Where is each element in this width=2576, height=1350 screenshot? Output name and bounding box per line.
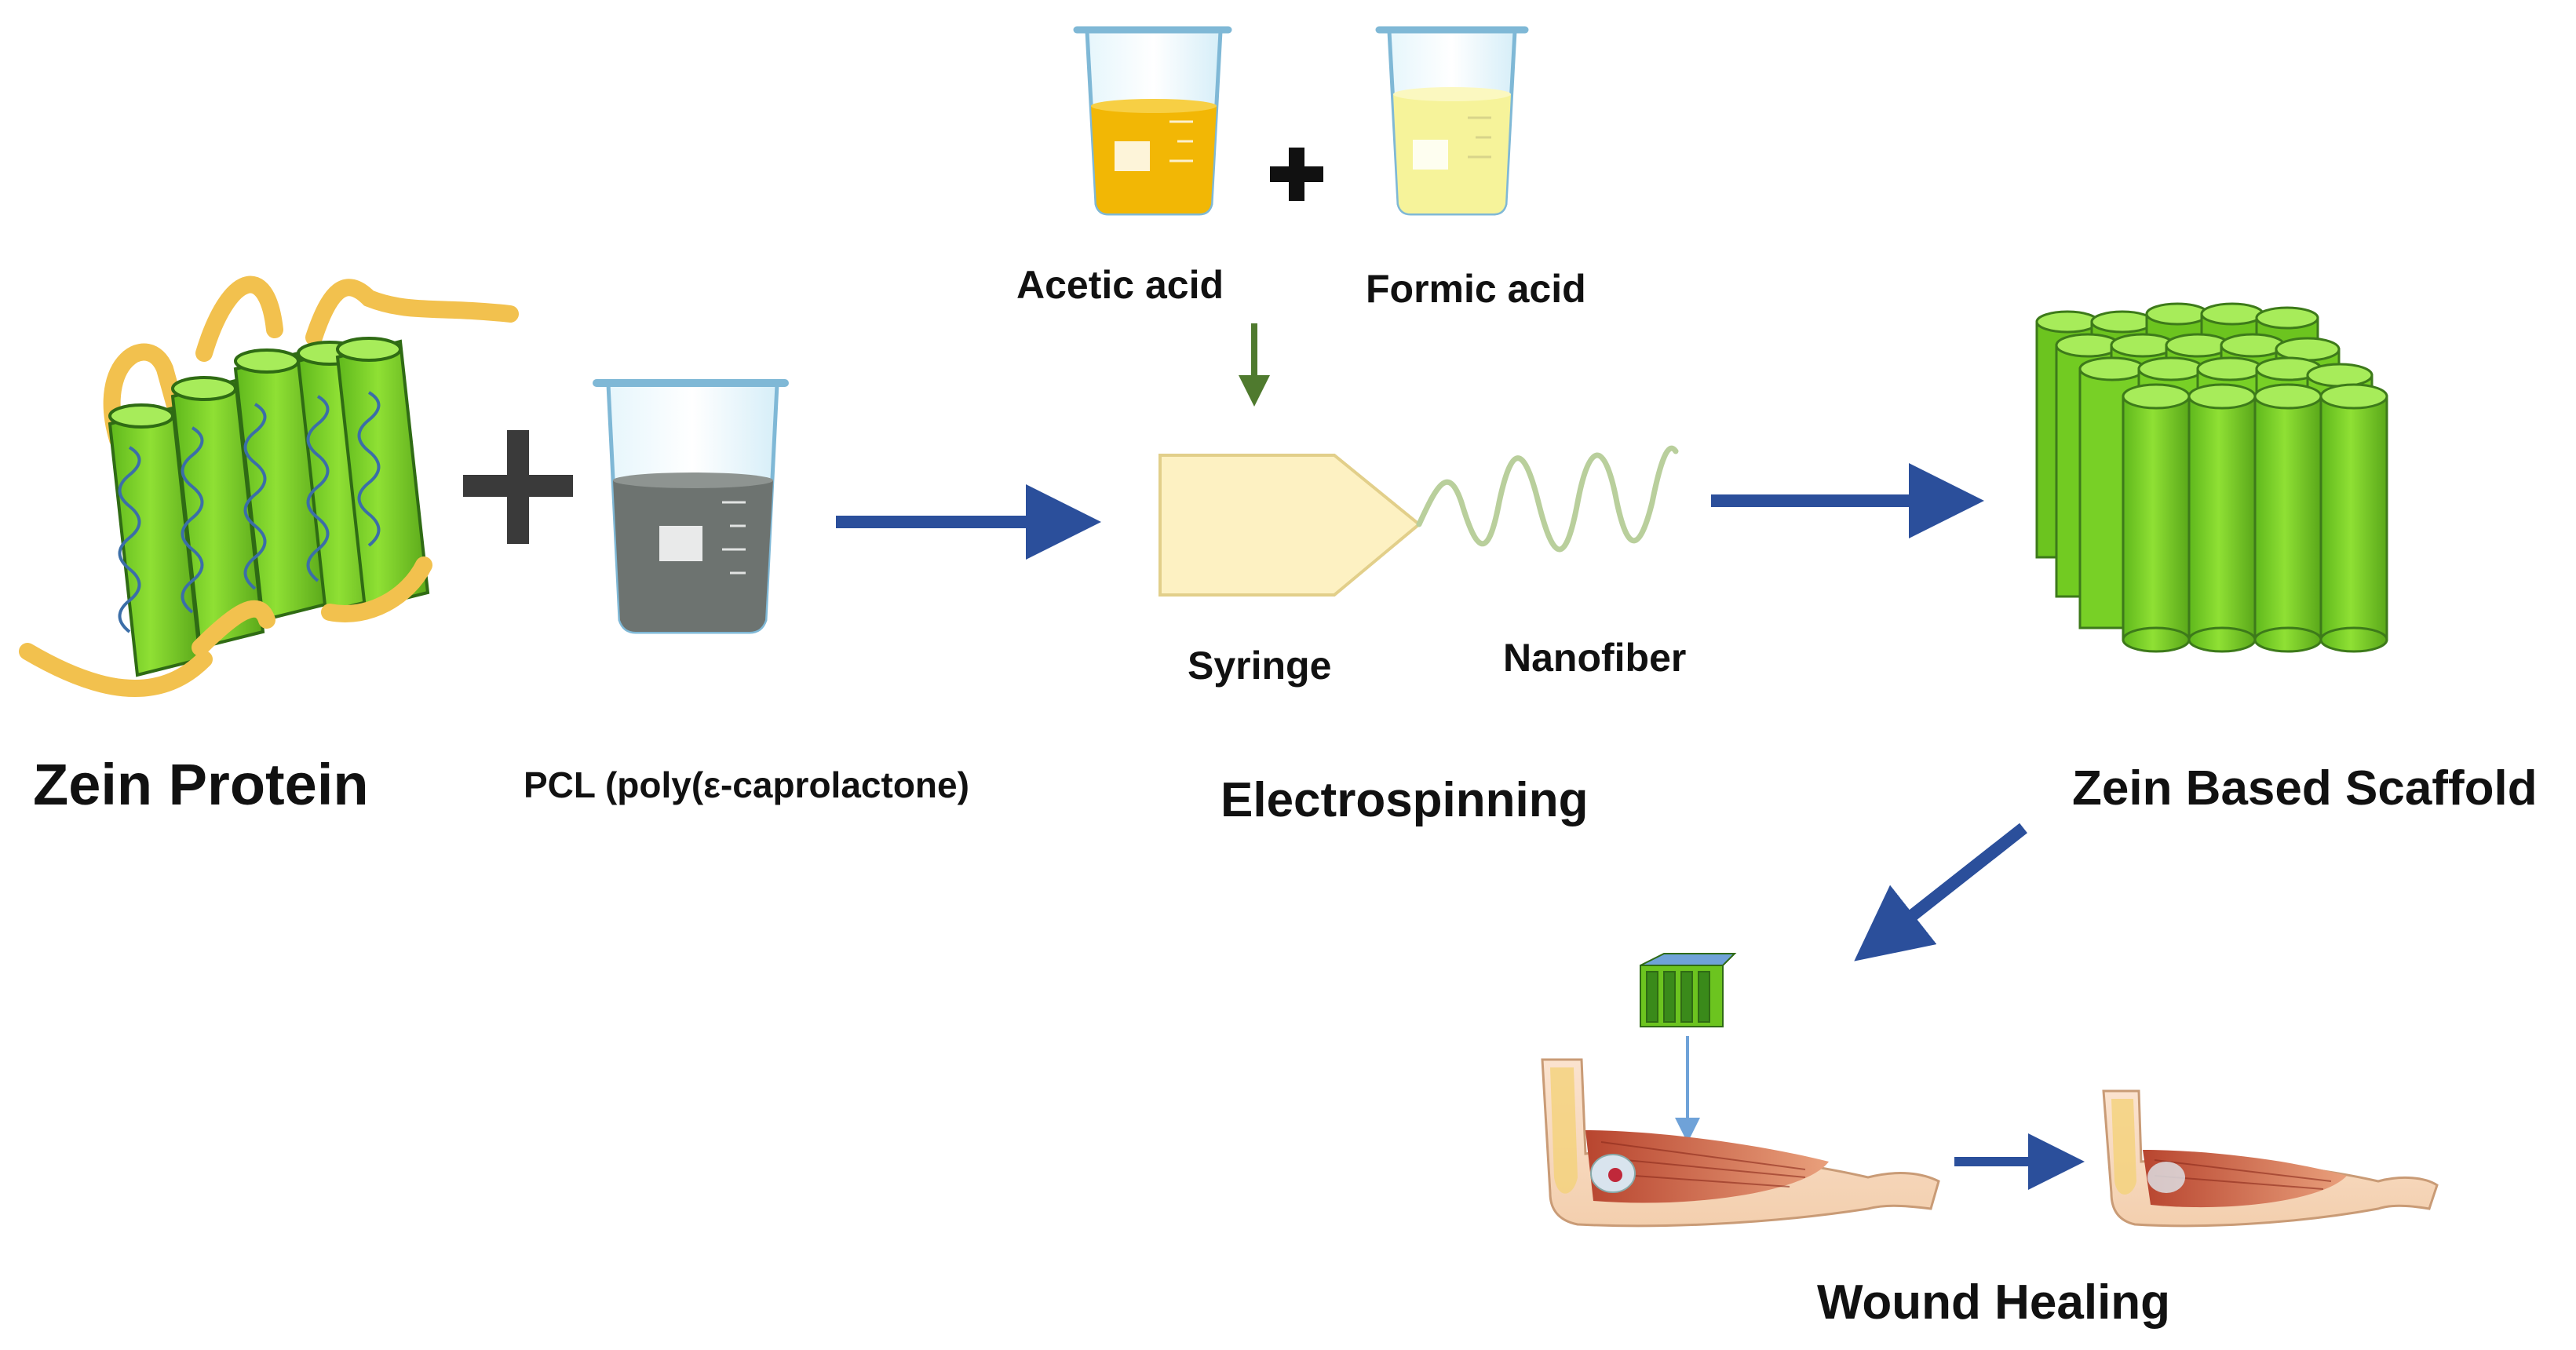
formic-acid-beaker-icon [1375,26,1529,216]
plus-icon [463,430,573,544]
zein-protein-label: Zein Protein [33,752,369,817]
arrow-to-wound-healing [1854,823,2027,961]
zein-helix-icon [19,275,519,697]
syringe-label: Syringe [1188,644,1331,688]
nanofiber-label: Nanofiber [1503,636,1686,680]
arm-icon [2102,1089,2439,1228]
wound-healing-label: Wound Healing [1817,1275,2170,1330]
scaffold-icon [2035,302,2388,653]
acetic-acid-label: Acetic acid [1016,263,1224,307]
formic-acid-label: Formic acid [1366,267,1586,311]
plus-icon [1270,148,1323,201]
nanofiber-icon [1416,445,1679,553]
beaker-icon [593,379,789,634]
syringe-icon [1158,454,1422,597]
arm-icon [1541,1058,1940,1228]
acetic-acid-beaker-icon [1073,26,1232,216]
pcl-label: PCL (poly(ε-caprolactone) [524,764,969,805]
scaffold-label: Zein Based Scaffold [2072,761,2538,815]
electrospinning-label: Electrospinning [1220,773,1588,827]
small-scaffold-icon [1640,953,1737,1027]
